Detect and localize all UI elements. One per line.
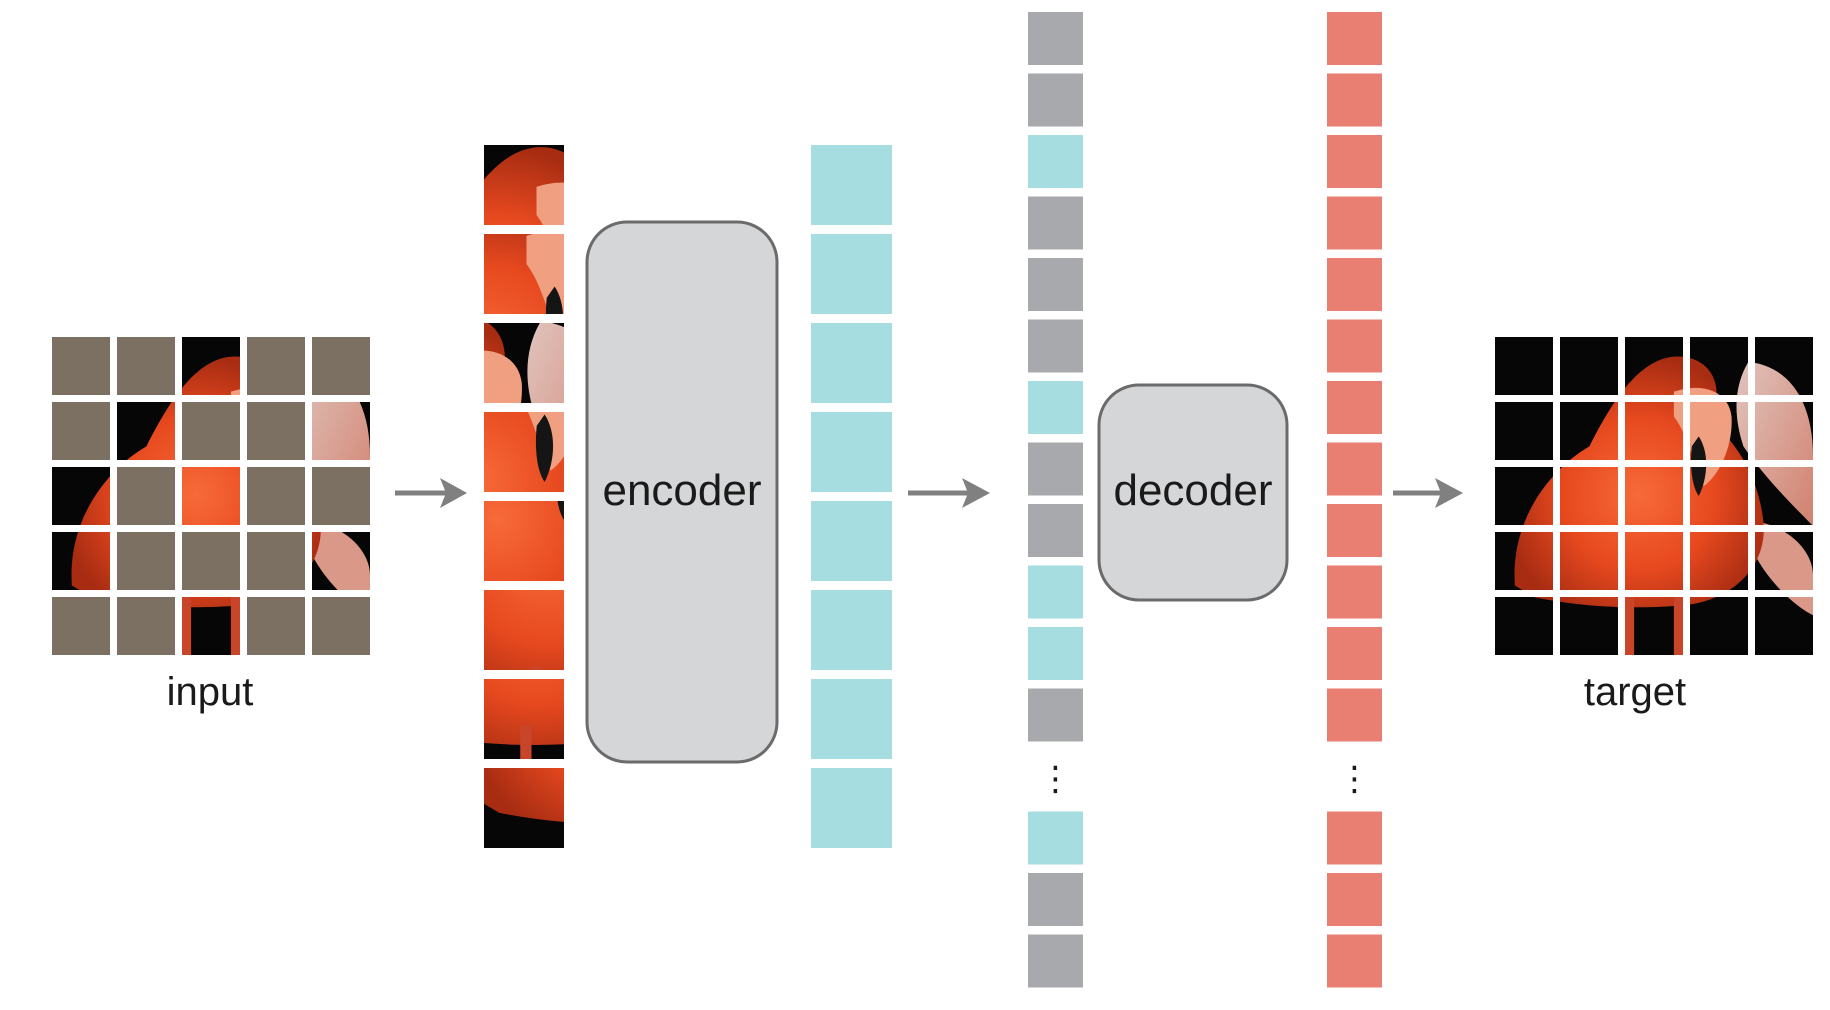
encoded-token (811, 768, 892, 848)
input-patch (117, 467, 175, 525)
input-patch (117, 597, 175, 655)
decoder-block: decoder (1097, 383, 1289, 602)
decoder-input-mask-token (1028, 442, 1083, 496)
decoder-label: decoder (1113, 466, 1272, 515)
decoder-output-pred-token (1327, 565, 1382, 619)
input-patch (247, 597, 305, 655)
decoder-input-encoded-token (1028, 811, 1083, 865)
input-patch (182, 402, 240, 460)
decoder-output-pred-token (1327, 319, 1382, 373)
decoder-output-tokens-column: ⋮ (1327, 12, 1382, 988)
decoder-input-encoded-token (1028, 135, 1083, 188)
input-patch (247, 337, 305, 395)
decoder-input-ellipsis: ⋮ (1039, 760, 1073, 798)
decoder-input-encoded-token (1028, 381, 1083, 434)
decoder-output-pred-token (1327, 873, 1382, 926)
encoded-token (811, 590, 892, 670)
input-patch (312, 597, 370, 655)
decoder-input-mask-token (1028, 258, 1083, 311)
decoder-input-mask-token (1028, 873, 1083, 926)
encoded-token (811, 679, 892, 759)
input-patch (52, 337, 110, 395)
decoder-input-mask-token (1028, 196, 1083, 250)
decoder-output-pred-token (1327, 811, 1382, 865)
decoder-input-mask-token (1028, 504, 1083, 557)
decoder-output-pred-token (1327, 73, 1382, 127)
encoded-token (811, 323, 892, 403)
decoder-output-pred-token (1327, 12, 1382, 65)
decoder-output-pred-token (1327, 504, 1382, 557)
target-image-grid (1495, 337, 1813, 655)
decoder-input-encoded-token (1028, 565, 1083, 619)
decoder-input-tokens-column: ⋮ (1028, 12, 1083, 988)
input-patch (52, 597, 110, 655)
encoder-block: encoder (585, 220, 779, 764)
input-label: input (167, 670, 254, 714)
encoder-label: encoder (602, 466, 761, 515)
decoder-input-mask-token (1028, 688, 1083, 742)
input-patch (312, 467, 370, 525)
encoded-token (811, 234, 892, 314)
encoded-token (811, 412, 892, 492)
decoder-input-mask-token (1028, 934, 1083, 988)
input-patch (312, 337, 370, 395)
decoder-output-pred-token (1327, 135, 1382, 188)
arrow-right-icon (395, 478, 467, 508)
arrow-right-icon (908, 478, 990, 508)
input-patch (117, 532, 175, 590)
decoder-output-pred-token (1327, 688, 1382, 742)
input-patch (247, 532, 305, 590)
arrow-right-icon (1393, 478, 1463, 508)
decoder-output-pred-token (1327, 442, 1382, 496)
encoded-token (811, 501, 892, 581)
encoded-token (811, 145, 892, 225)
decoder-output-pred-token (1327, 934, 1382, 988)
input-patch (52, 402, 110, 460)
decoder-input-encoded-token (1028, 627, 1083, 680)
input-patch (247, 467, 305, 525)
input-patch (247, 402, 305, 460)
decoder-input-mask-token (1028, 319, 1083, 373)
decoder-output-pred-token (1327, 381, 1382, 434)
decoder-output-pred-token (1327, 258, 1382, 311)
decoder-output-pred-token (1327, 196, 1382, 250)
decoder-input-mask-token (1028, 73, 1083, 127)
decoder-input-mask-token (1028, 12, 1083, 65)
decoder-output-pred-token (1327, 627, 1382, 680)
input-patch (182, 532, 240, 590)
input-patch (117, 337, 175, 395)
input-image-grid (52, 337, 370, 655)
target-label: target (1584, 670, 1686, 714)
encoded-tokens-column (811, 145, 892, 848)
decoder-output-ellipsis: ⋮ (1338, 760, 1372, 798)
